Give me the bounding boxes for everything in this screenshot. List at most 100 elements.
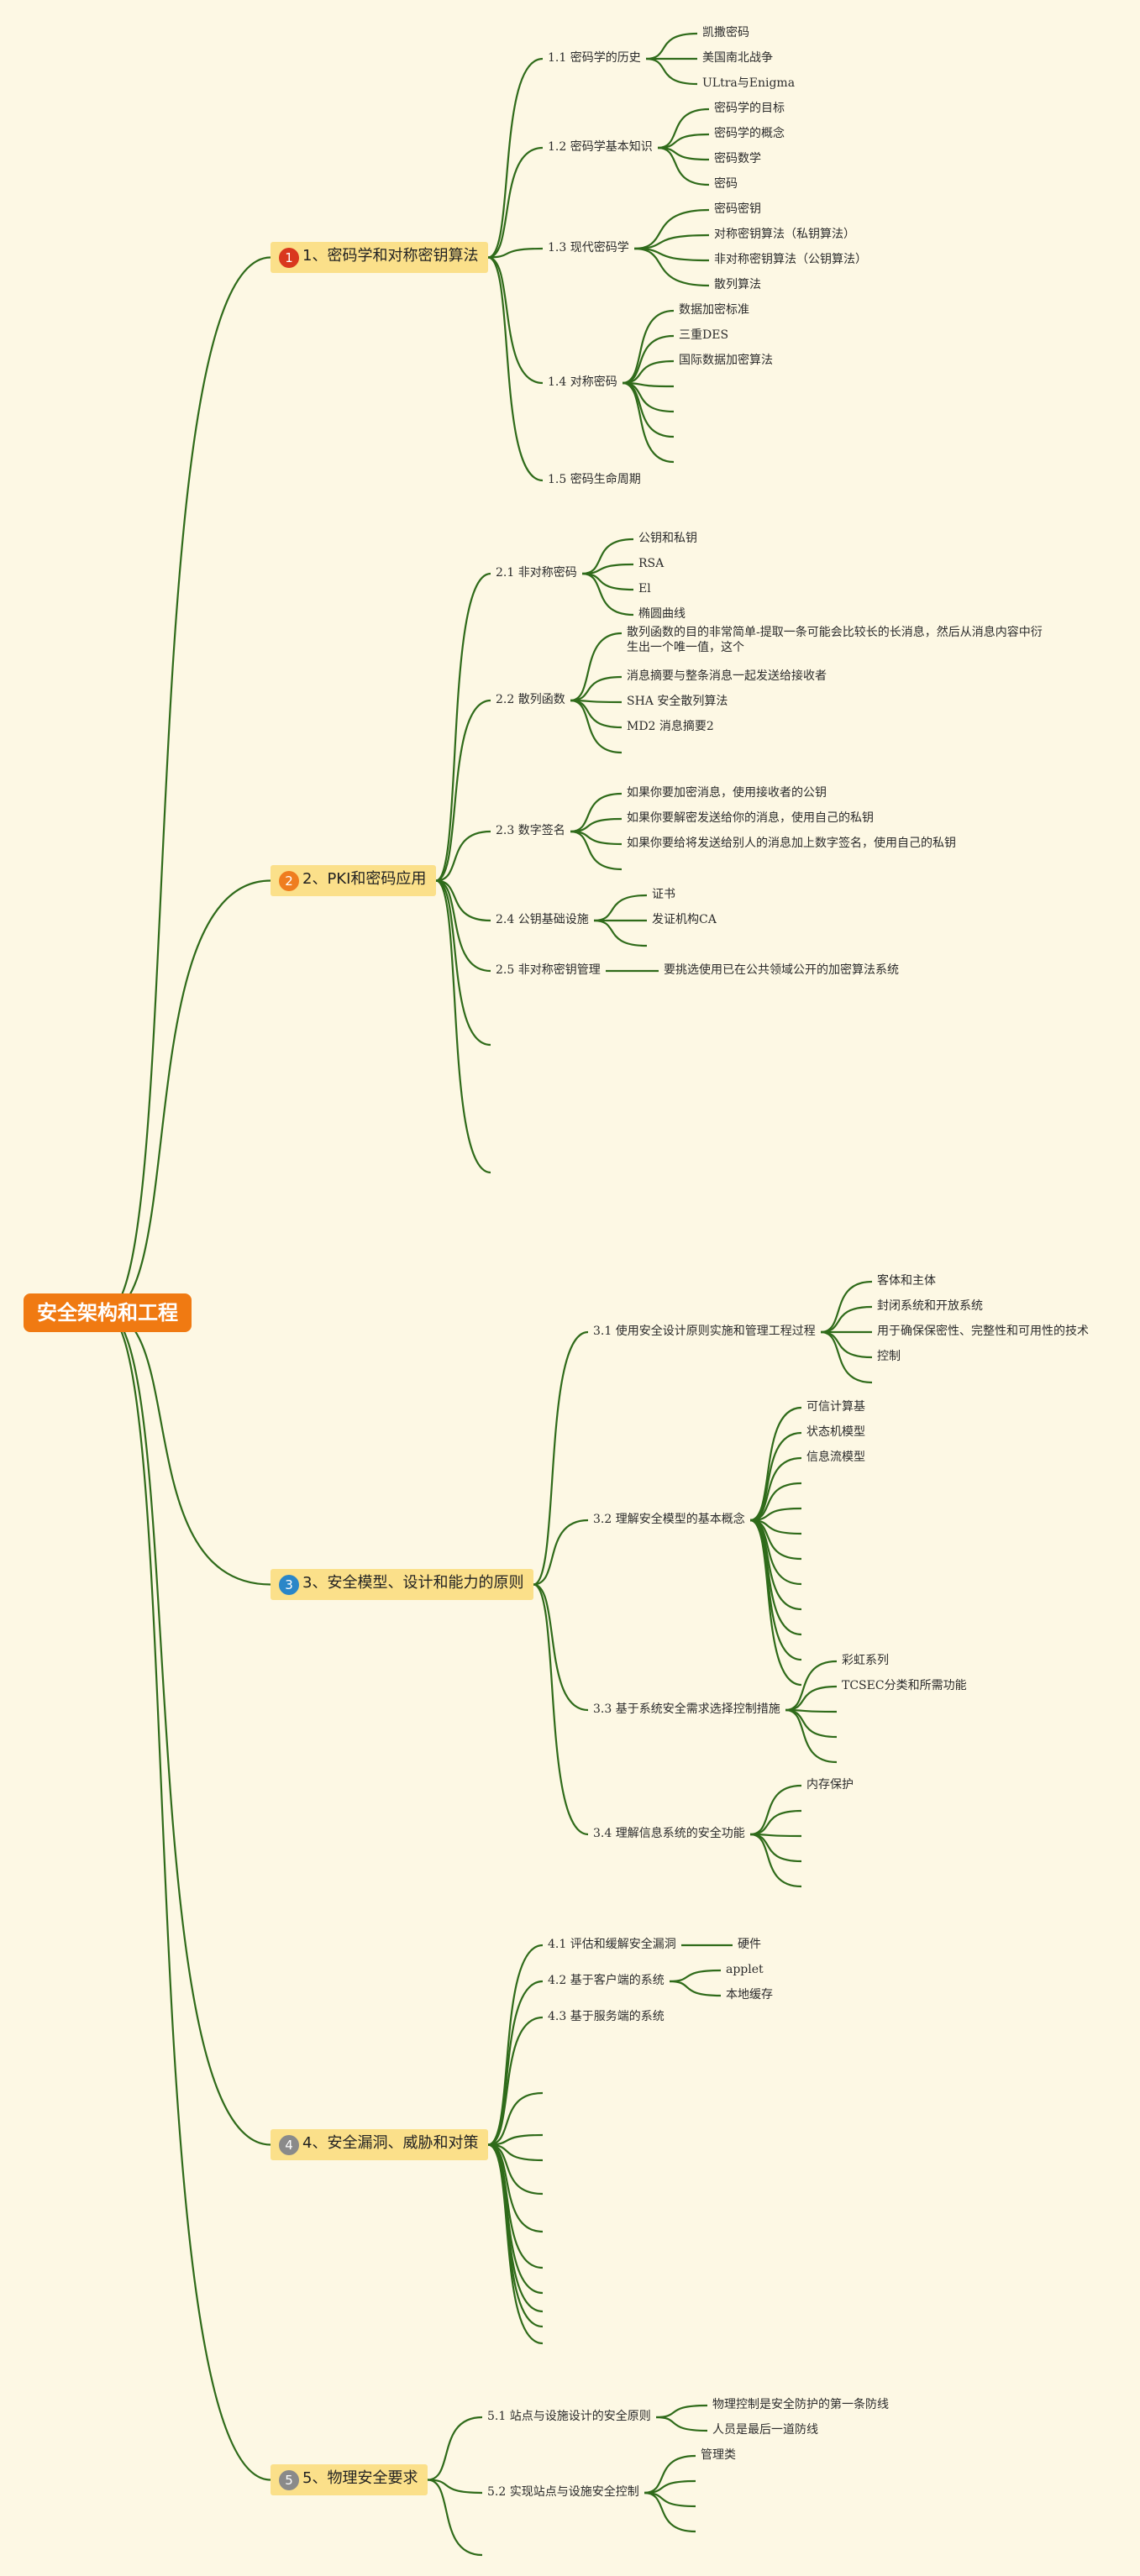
subtopic-4-1[interactable]: 4.1 评估和缓解安全漏洞 (548, 1938, 676, 1953)
leaf-item[interactable]: 国际数据加密算法 (679, 354, 773, 369)
subtopic-5-2[interactable]: 5.2 实现站点与设施安全控制 (487, 2485, 639, 2500)
leaf-item[interactable]: 控制 (877, 1350, 901, 1365)
leaf-item[interactable]: 人员是最后一道防线 (712, 2423, 818, 2438)
link-sub-1-1-leaf-3 (645, 57, 698, 86)
leaf-item[interactable]: 证书 (652, 888, 675, 903)
subtopic-3-4[interactable]: 3.4 理解信息系统的安全功能 (593, 1827, 745, 1842)
subtopic-3-3[interactable]: 3.3 基于系统安全需求选择控制措施 (593, 1702, 780, 1718)
leaf-item[interactable]: 非对称密钥算法（公钥算法） (714, 253, 867, 268)
subtopic-4-3[interactable]: 4.3 基于服务端的系统 (548, 2010, 665, 2025)
root-topic[interactable]: 安全架构和工程 (24, 1293, 192, 1332)
link-topic-4-sub-2 (487, 1980, 544, 2146)
subtopic-2-3[interactable]: 2.3 数字签名 (496, 824, 565, 839)
leaf-item[interactable]: 数据加密标准 (679, 303, 749, 318)
leaf-item[interactable]: 密码学的概念 (714, 127, 785, 142)
leaf-item[interactable]: 如果你要加密消息，使用接收者的公钥 (627, 786, 827, 801)
leaf-item[interactable]: 密码数学 (714, 152, 761, 167)
subtopic-2-1[interactable]: 2.1 非对称密码 (496, 566, 577, 581)
subtopic-3-1[interactable]: 3.1 使用安全设计原则实施和管理工程过程 (593, 1325, 816, 1340)
leaf-item[interactable]: 凯撒密码 (702, 26, 749, 41)
leaf-item[interactable]: TCSEC分类和所需功能 (842, 1679, 967, 1694)
leaf-item[interactable]: 可信计算基 (806, 1400, 865, 1415)
leaf-item[interactable]: 密码学的目标 (714, 102, 785, 117)
leaf-item[interactable]: 密码 (714, 177, 738, 192)
leaf-item[interactable]: 本地缓存 (726, 1988, 773, 2003)
link-sub-2-4-leaf-1 (593, 894, 648, 922)
leaf-item[interactable]: 内存保护 (806, 1778, 854, 1793)
link-sub-5-2-leaf-1 (644, 2454, 696, 2495)
leaf-item-label: El (638, 582, 651, 595)
leaf-item-label: 公钥和私钥 (638, 532, 697, 545)
leaf-item[interactable]: 用于确保保密性、完整性和可用性的技术 (877, 1325, 1089, 1340)
link-topic-1-sub-4 (487, 256, 544, 385)
leaf-item[interactable]: 如果你要给将发送给别人的消息加上数字签名，使用自己的私钥 (627, 837, 956, 852)
leaf-item[interactable]: 物理控制是安全防护的第一条防线 (712, 2398, 889, 2413)
subtopic-1-2[interactable]: 1.2 密码学基本知识 (548, 140, 653, 155)
subtopic-2-2[interactable]: 2.2 散列函数 (496, 693, 565, 708)
leaf-item-label: 用于确保保密性、完整性和可用性的技术 (877, 1325, 1089, 1338)
leaf-item[interactable]: 如果你要解密发送给你的消息，使用自己的私钥 (627, 811, 874, 826)
link-topic-1-sub-3 (487, 247, 544, 259)
leaf-item[interactable]: 客体和主体 (877, 1274, 936, 1289)
leaf-item[interactable]: 状态机模型 (806, 1425, 865, 1440)
link-topic-1-sub-2 (487, 146, 544, 259)
leaf-item[interactable]: 发证机构CA (652, 913, 717, 928)
leaf-item-label: 非对称密钥算法（公钥算法） (714, 253, 867, 266)
subtopic-1-5[interactable]: 1.5 密码生命周期 (548, 473, 641, 488)
leaf-item[interactable]: MD2 消息摘要2 (627, 720, 714, 735)
subtopic-2-3-label: 2.3 数字签名 (496, 824, 565, 837)
leaf-item[interactable]: 公钥和私钥 (638, 532, 697, 547)
subtopic-2-5[interactable]: 2.5 非对称密钥管理 (496, 963, 601, 978)
subtopic-1-3[interactable]: 1.3 现代密码学 (548, 241, 629, 256)
link-sub-1-3-leaf-1 (633, 208, 710, 250)
link-sub-3-2-leaf-4 (749, 1482, 802, 1522)
leaf-item[interactable]: 三重DES (679, 328, 728, 344)
subtopic-4-2[interactable]: 4.2 基于客户端的系统 (548, 1974, 665, 1989)
leaf-item-label: SHA 安全散列算法 (627, 695, 728, 708)
leaf-item[interactable]: 管理类 (701, 2448, 736, 2463)
number-badge-icon: 5 (279, 2470, 299, 2490)
leaf-item[interactable]: 信息流模型 (806, 1451, 865, 1466)
link-sub-1-2-leaf-4 (657, 146, 710, 186)
leaf-item[interactable]: applet (726, 1963, 764, 1978)
subtopic-3-2[interactable]: 3.2 理解安全模型的基本概念 (593, 1513, 745, 1528)
subtopic-2-4[interactable]: 2.4 公钥基础设施 (496, 913, 589, 928)
link-sub-3-3-leaf-4 (785, 1708, 838, 1739)
leaf-item-label: 对称密钥算法（私钥算法） (714, 228, 855, 241)
leaf-item[interactable]: 散列函数的目的非常简单-提取一条可能会比较长的长消息，然后从消息内容中衍生出一个… (627, 626, 1043, 655)
leaf-item-label: 密码学的目标 (714, 102, 785, 115)
leaf-item[interactable]: 彩虹系列 (842, 1654, 889, 1669)
subtopic-5-1[interactable]: 5.1 站点与设施设计的安全原则 (487, 2410, 651, 2425)
leaf-item-label: ULtra与Enigma (702, 76, 796, 90)
leaf-item[interactable]: 封闭系统和开放系统 (877, 1299, 983, 1314)
subtopic-1-1[interactable]: 1.1 密码学的历史 (548, 51, 641, 66)
link-root-topic-3 (104, 1311, 271, 1586)
subtopic-2-2-label: 2.2 散列函数 (496, 693, 565, 706)
number-badge-icon: 4 (279, 2135, 299, 2155)
leaf-item[interactable]: ULtra与Enigma (702, 76, 795, 92)
leaf-item[interactable]: 硬件 (738, 1938, 761, 1953)
subtopic-1-4[interactable]: 1.4 对称密码 (548, 375, 617, 391)
link-sub-3-1-leaf-2 (820, 1305, 873, 1334)
leaf-item[interactable]: El (638, 582, 651, 597)
link-sub-3-4-leaf-1 (749, 1784, 802, 1836)
leaf-item-label: TCSEC分类和所需功能 (842, 1679, 967, 1692)
leaf-item[interactable]: 消息摘要与整条消息一起发送给接收者 (627, 669, 827, 685)
leaf-item[interactable]: 散列算法 (714, 278, 761, 293)
link-sub-1-4-leaf-2 (622, 334, 675, 385)
leaf-item[interactable]: 要挑选使用已在公共领域公开的加密算法系统 (664, 963, 899, 978)
link-topic-2-sub-5 (435, 879, 491, 973)
leaf-item[interactable]: SHA 安全散列算法 (627, 695, 728, 710)
leaf-item[interactable]: 密码密钥 (714, 202, 761, 218)
leaf-item[interactable]: 对称密钥算法（私钥算法） (714, 228, 855, 243)
leaf-item[interactable]: RSA (638, 557, 664, 572)
link-sub-3-3-leaf-1 (785, 1660, 838, 1712)
leaf-item[interactable]: 椭圆曲线 (638, 607, 686, 622)
leaf-item[interactable]: 美国南北战争 (702, 51, 773, 66)
